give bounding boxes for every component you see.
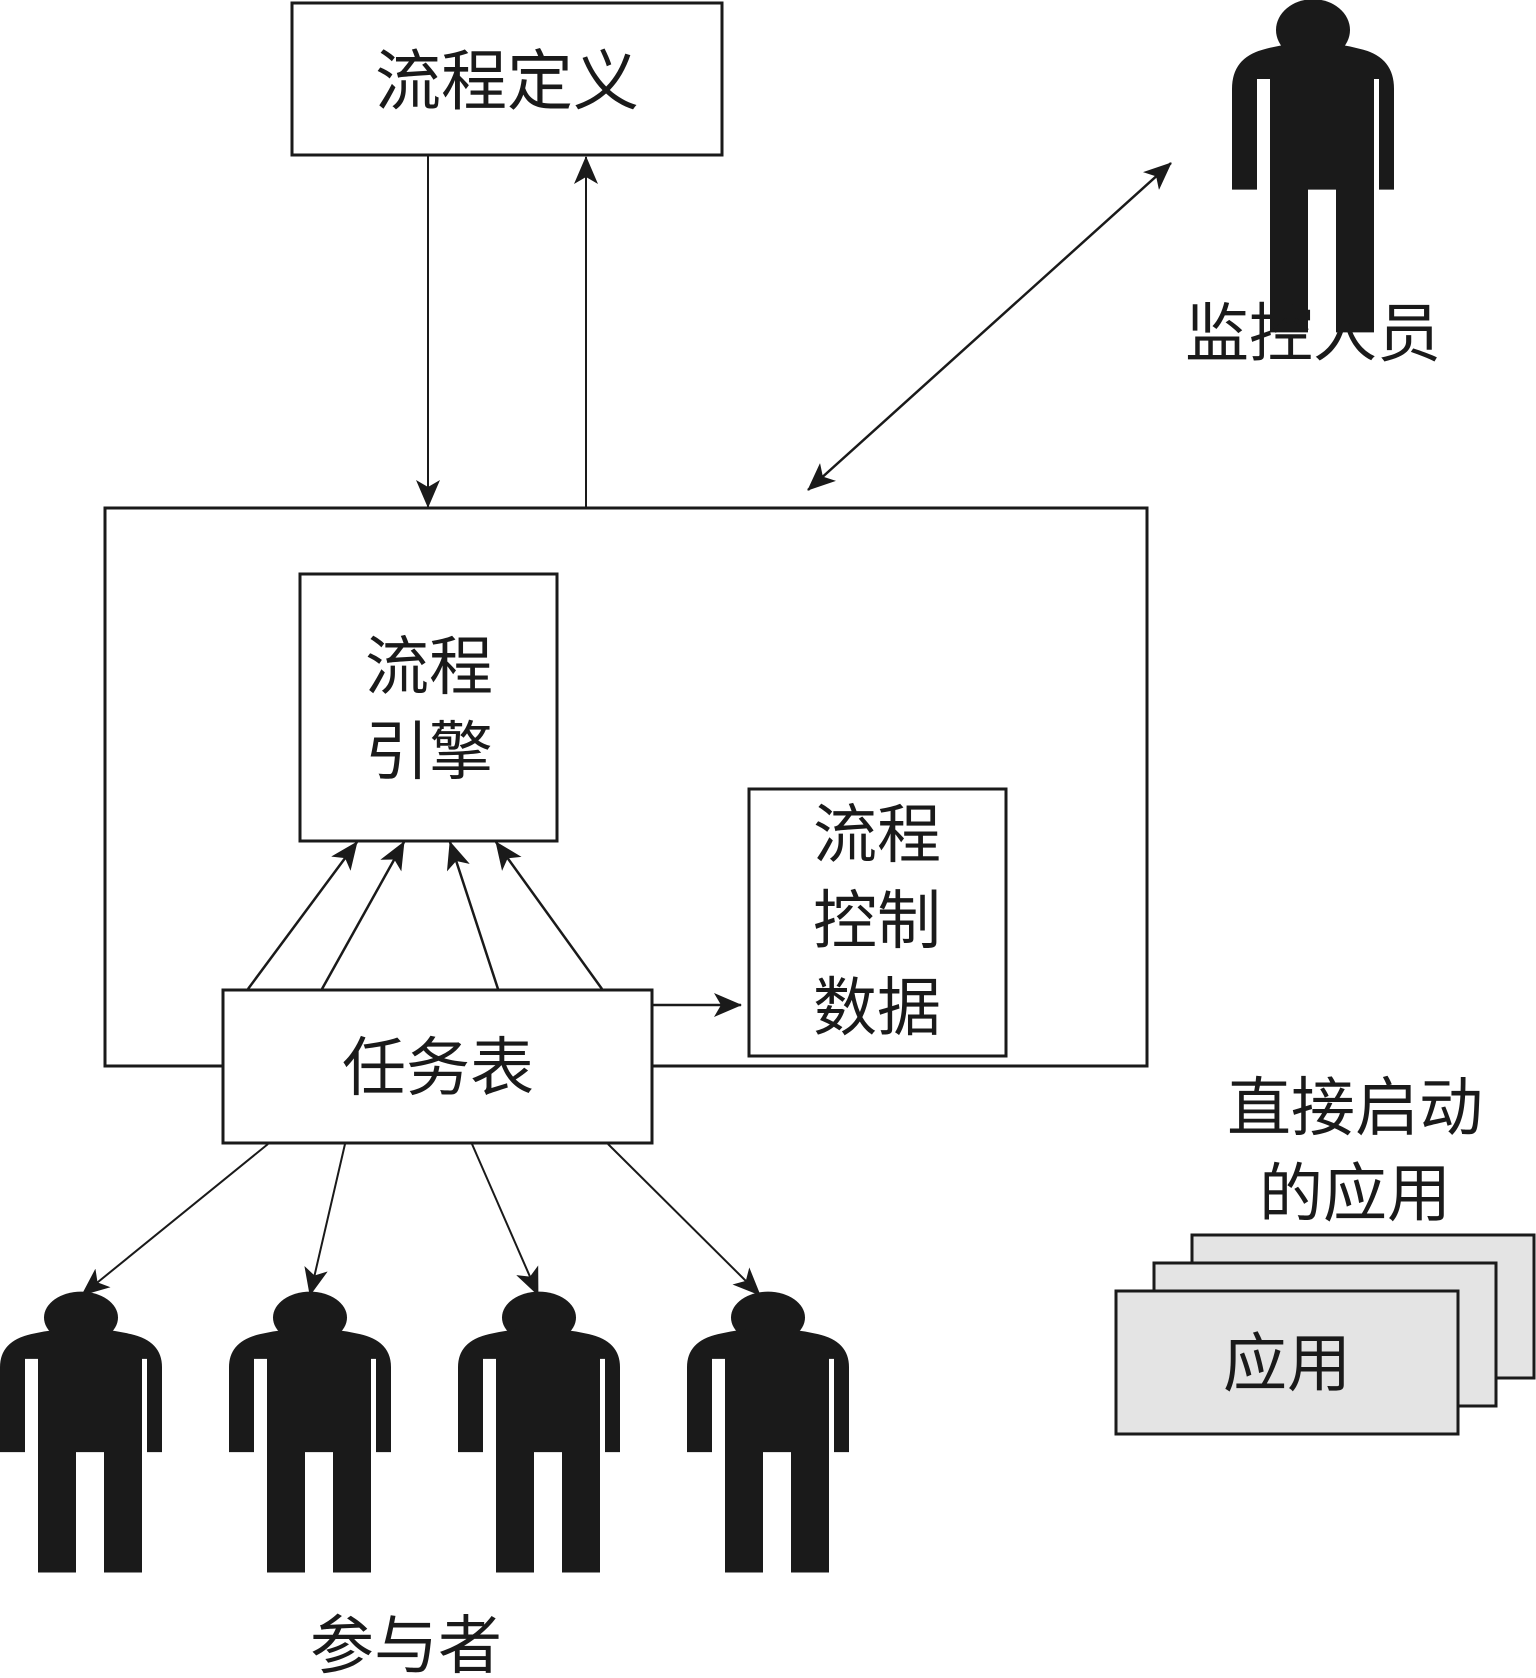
- monitor-label: 监控人员: [1185, 298, 1441, 372]
- monitor-person-icon: [1232, 0, 1394, 333]
- arrow-monitor-engine: [807, 162, 1172, 491]
- participant-person-icon: [229, 1291, 391, 1573]
- process-control-data-node: 流程 控制 数据: [747, 787, 1008, 1058]
- process-definition-node: 流程定义: [290, 1, 724, 157]
- arrow-task-to-engine-3: [446, 841, 500, 990]
- process-engine-node: 流程 引擎: [298, 572, 559, 843]
- control-data-label-line3: 数据: [813, 972, 941, 1046]
- app-card-front: 应用: [1114, 1289, 1460, 1436]
- arrow-task-to-participant-4: [607, 1143, 761, 1296]
- task-list-label: 任务表: [342, 1032, 534, 1106]
- control-data-label-line1: 流程: [813, 799, 941, 873]
- arrow-task-to-engine-4: [494, 841, 604, 990]
- direct-apps-caption-line1: 直接启动: [1227, 1072, 1483, 1146]
- direct-apps-caption-line2: 的应用: [1259, 1158, 1451, 1232]
- process-engine-label-line1: 流程: [365, 631, 493, 705]
- control-data-label-line2: 控制: [813, 885, 941, 959]
- arrow-task-to-engine-1: [246, 841, 359, 990]
- process-definition-label: 流程定义: [375, 43, 639, 120]
- task-list-node: 任务表: [221, 988, 654, 1145]
- arrow-task-to-engine-2: [320, 841, 406, 990]
- participants-label: 参与者: [310, 1610, 502, 1678]
- arrow-task-to-participant-1: [81, 1143, 269, 1296]
- process-engine-label-line2: 引擎: [365, 716, 493, 790]
- app-card-label: 应用: [1223, 1328, 1351, 1402]
- participant-person-icon: [687, 1291, 849, 1573]
- participant-person-icon: [458, 1291, 620, 1573]
- participant-person-icon: [0, 1291, 162, 1573]
- arrow-task-to-participant-3: [471, 1143, 539, 1296]
- arrow-task-to-participant-2: [304, 1143, 346, 1296]
